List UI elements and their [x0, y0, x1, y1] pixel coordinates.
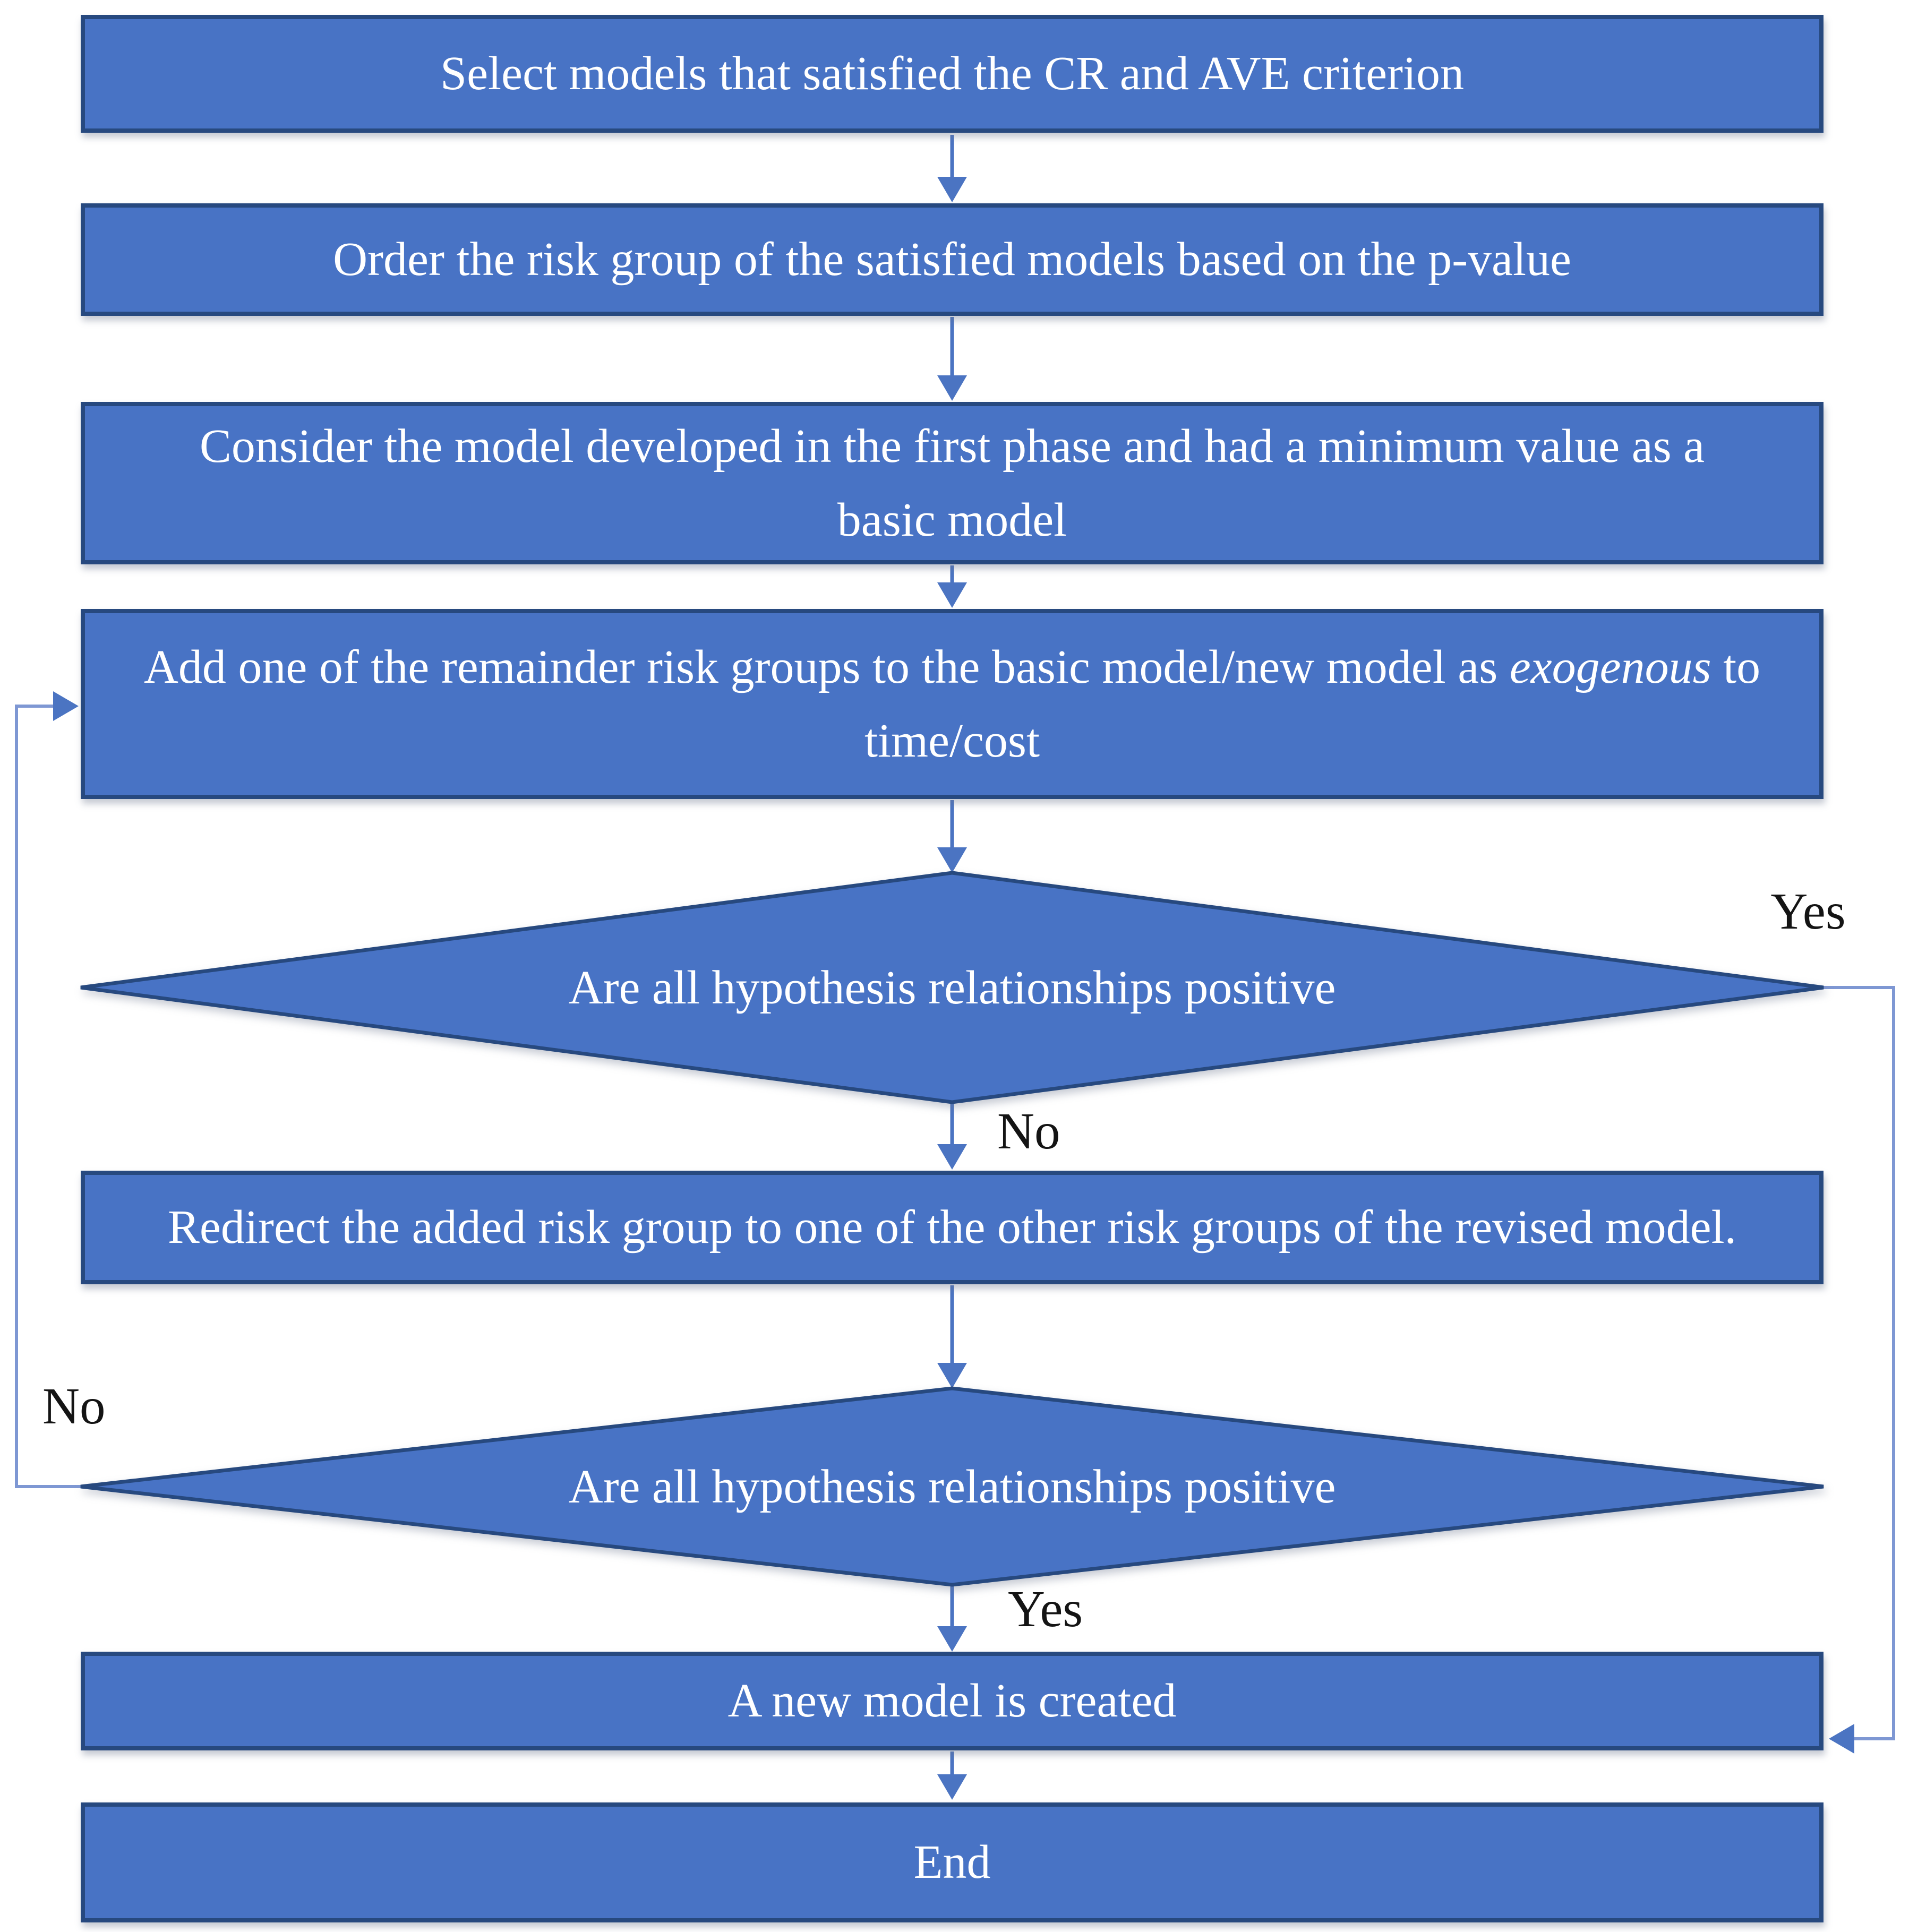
decision-diamond-hypothesis-1 [80, 871, 1824, 1104]
process-add-risk-group-line1: Add one of the remainder risk groups to … [144, 630, 1760, 705]
arrowhead-decision1-no-to-redirect-icon [937, 1144, 967, 1170]
decision-diamond-hypothesis-2 [80, 1386, 1824, 1587]
process-add-risk-group-line1-pre: Add one of the remainder risk groups to … [143, 640, 1510, 693]
label-decision2-yes: Yes [1008, 1581, 1083, 1637]
process-consider-basic-model-line1: Consider the model developed in the firs… [199, 419, 1705, 473]
terminator-end: End [81, 1802, 1824, 1922]
arrowhead-add-to-decision1-icon [937, 847, 967, 873]
label-decision1-yes: Yes [1770, 883, 1846, 940]
arrowhead-decision1-yes-loop-icon [1829, 1724, 1854, 1754]
process-order-risk-groups-text: Order the risk group of the satisfied mo… [333, 233, 1571, 286]
process-consider-basic-model: Consider the model developed in the firs… [81, 402, 1824, 564]
label-decision2-no: No [42, 1378, 106, 1435]
process-select-models-text: Select models that satisfied the CR and … [440, 47, 1464, 100]
arrowhead-order-to-consider-icon [937, 375, 967, 401]
decision-hypothesis-2-text: Are all hypothesis relationships positiv… [568, 1460, 1336, 1513]
process-add-risk-group-line1-italic: exogenous [1509, 640, 1711, 693]
process-select-models: Select models that satisfied the CR and … [81, 15, 1824, 133]
process-add-risk-group-line2: time/cost [864, 715, 1040, 767]
arrowhead-consider-to-add-icon [937, 582, 967, 608]
arrowhead-redirect-to-decision2-icon [937, 1363, 967, 1388]
process-add-risk-group-line1-post: to [1711, 640, 1761, 693]
arrowhead-select-to-order-icon [937, 177, 967, 202]
process-consider-basic-model-line2: basic model [837, 494, 1067, 546]
process-new-model-created-text: A new model is created [727, 1675, 1177, 1728]
process-redirect-risk-group-text: Redirect the added risk group to one of … [167, 1201, 1737, 1254]
decision-hypothesis-1-text: Are all hypothesis relationships positiv… [568, 961, 1336, 1014]
arrowhead-decision2-yes-to-newmodel-icon [937, 1626, 967, 1652]
connector-decision2-no-loop [15, 705, 81, 1488]
arrowhead-newmodel-to-end-icon [937, 1774, 967, 1800]
process-add-risk-group: Add one of the remainder risk groups to … [81, 609, 1824, 799]
label-decision1-no: No [997, 1103, 1060, 1160]
arrowhead-decision2-no-loop-icon [53, 691, 79, 721]
connector-decision1-yes-loop [1824, 986, 1895, 1740]
process-new-model-created: A new model is created [81, 1652, 1824, 1750]
process-order-risk-groups: Order the risk group of the satisfied mo… [81, 203, 1824, 316]
process-redirect-risk-group: Redirect the added risk group to one of … [81, 1171, 1824, 1284]
terminator-end-text: End [913, 1836, 991, 1889]
